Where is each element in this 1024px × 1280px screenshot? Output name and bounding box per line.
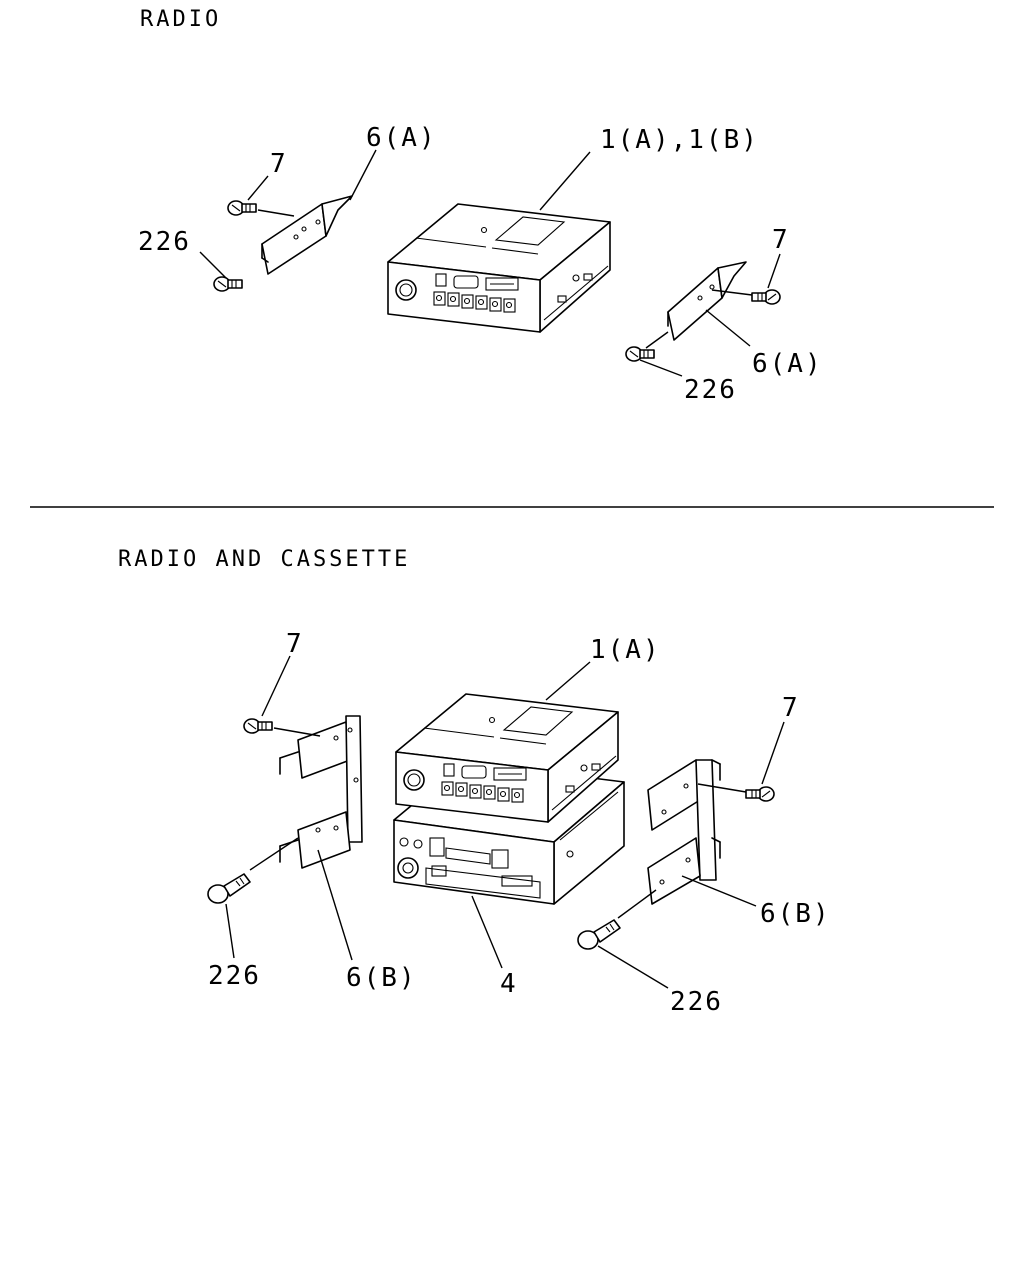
leader-line [597,945,669,989]
screw-axis [273,727,321,737]
leader-line [545,661,591,701]
callout-unit: 1(A),1(B) [600,125,759,155]
leader-line [681,875,757,907]
screw-axis [617,889,657,919]
screw-axis [249,837,299,871]
callout-bracket-right: 6(A) [752,349,823,379]
bolt-226-left-rc [207,873,251,904]
leader-line [767,253,781,289]
section-title-radio: RADIO [140,7,221,32]
leader-line [539,151,591,211]
bolt-226-left-radio [213,276,243,292]
screw-axis [711,289,753,296]
right-bracket-6b [647,759,721,905]
callout-screw-right-bottom: 226 [684,375,737,405]
callout-screw-left-top: 7 [270,149,288,179]
bolt-226-right-radio [625,346,655,362]
screw-axis [257,209,295,217]
screw-axis [645,331,669,349]
leader-line [247,175,269,201]
left-bracket-6b [279,715,363,869]
leader-line [199,251,227,279]
callout-bracket-right: 6(B) [760,899,831,929]
section-title-radio-cassette: RADIO AND CASSETTE [118,547,410,572]
leader-line [471,895,503,969]
screw-7-left-rc [243,718,273,734]
leader-line [317,849,353,961]
screw-7-right-rc [745,786,775,802]
callout-cassette: 4 [500,969,518,999]
right-bracket-6a [667,261,747,341]
radio-unit-1 [387,203,611,333]
callout-bracket-left: 6(B) [346,963,417,993]
leader-line [261,655,291,717]
left-bracket-6a [261,195,353,275]
callout-screw-left-top: 7 [286,629,304,659]
callout-screw-left-bottom: 226 [138,227,191,257]
section-radio-cassette: RADIO AND CASSETTE [118,547,831,1017]
screw-7-right-radio [751,289,781,305]
callout-bracket-left: 6(A) [366,123,437,153]
leader-line [349,149,377,201]
leader-line [761,721,785,785]
leader-line [225,903,235,959]
leader-line [705,309,751,347]
callout-radio: 1(A) [590,635,661,665]
callout-screw-left-bottom: 226 [208,961,261,991]
callout-screw-right-top: 7 [782,693,800,723]
screw-axis [697,783,747,793]
section-radio: RADIO [138,7,823,405]
callout-screw-right-top: 7 [772,225,790,255]
callout-screw-right-bottom: 226 [670,987,723,1017]
leader-line [639,359,683,377]
bolt-226-right-rc [577,919,621,950]
screw-7-left-radio [227,200,257,216]
